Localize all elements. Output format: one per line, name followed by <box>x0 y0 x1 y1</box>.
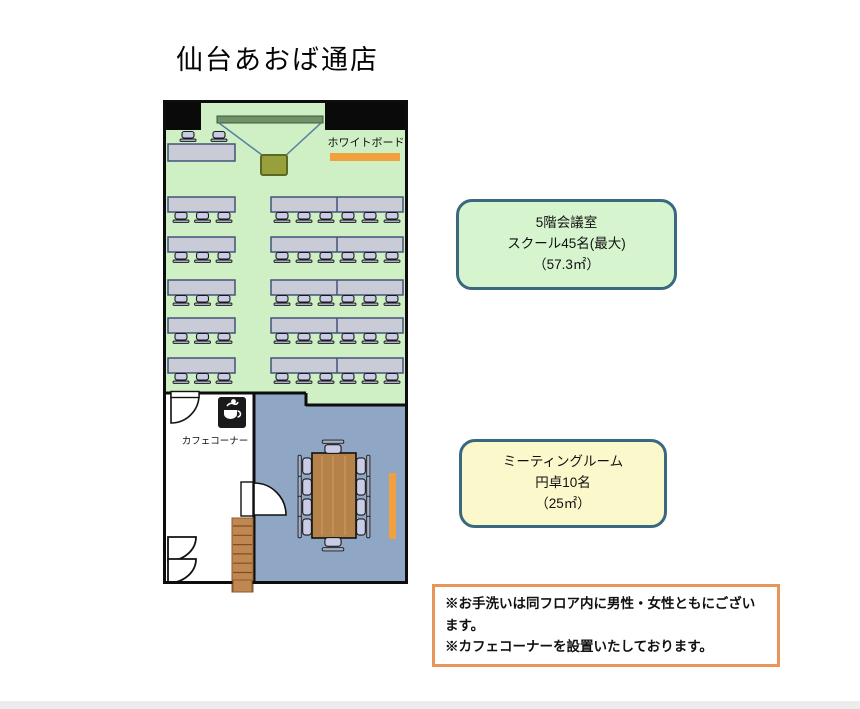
outer-wall <box>163 100 408 584</box>
chair <box>194 294 211 306</box>
whiteboard-label: ホワイトボード <box>328 136 405 149</box>
callout-classroom-line1: 5階会議室 <box>535 215 598 231</box>
callout-meeting-line3: （25㎡） <box>535 495 591 511</box>
wall-block-left <box>163 100 201 130</box>
notes-box: ※お手洗いは同フロア内に男性・女性ともにございます。 ※カフェコーナーを設置いた… <box>432 584 780 667</box>
cafe-corner-label: カフェコーナー <box>182 436 249 447</box>
screen <box>216 115 324 124</box>
chair <box>215 294 233 306</box>
chair <box>317 211 335 223</box>
callout-classroom-line2: スクール45名(最大) <box>507 236 626 252</box>
chair <box>361 372 379 384</box>
chair <box>297 454 312 478</box>
callout-meeting-line1: ミーティングルーム <box>502 454 624 470</box>
chair <box>339 332 357 344</box>
chair <box>317 294 335 306</box>
chair <box>339 251 357 263</box>
chair <box>339 211 357 223</box>
callout-meeting: ミーティングルーム 円卓10名 （25㎡） <box>459 439 667 528</box>
chair <box>210 130 228 142</box>
chair <box>297 475 312 499</box>
window-bottom-edge <box>0 701 860 709</box>
meeting-whiteboard-bar <box>389 473 396 539</box>
chair <box>179 130 197 142</box>
chair <box>383 372 401 384</box>
chair <box>172 251 190 263</box>
chair <box>383 211 401 223</box>
stairs-overflow <box>232 579 253 593</box>
chair <box>297 495 312 519</box>
cafe-corner-icon <box>218 397 246 428</box>
chair <box>361 251 379 263</box>
chair <box>273 211 291 223</box>
chair <box>172 372 190 384</box>
chair <box>273 372 291 384</box>
projector-beam-lines <box>218 122 322 159</box>
desk <box>167 236 236 253</box>
chair <box>273 251 291 263</box>
projector <box>260 154 288 176</box>
note-line1: ※お手洗いは同フロア内に男性・女性ともにございます。 <box>445 596 756 633</box>
chair <box>194 211 211 223</box>
chair <box>356 475 371 499</box>
chair <box>295 332 313 344</box>
desk <box>167 357 236 374</box>
chair <box>194 251 211 263</box>
chair <box>172 211 190 223</box>
chair <box>295 251 313 263</box>
chair <box>356 495 371 519</box>
chair <box>295 294 313 306</box>
desk <box>167 279 236 296</box>
door-corridor <box>170 390 200 424</box>
chair <box>321 439 345 454</box>
chair <box>339 372 357 384</box>
chair <box>297 515 312 539</box>
chair <box>321 537 345 552</box>
chair <box>317 251 335 263</box>
door-meeting-room <box>240 481 287 517</box>
chair <box>273 294 291 306</box>
chair <box>383 251 401 263</box>
floor-plan: ホワイトボード カフェコーナー <box>163 100 408 593</box>
chair <box>339 294 357 306</box>
chair <box>356 454 371 478</box>
chair <box>361 211 379 223</box>
door-double <box>167 536 197 584</box>
classroom-step <box>306 393 408 405</box>
meeting-table <box>311 452 357 539</box>
chair <box>361 294 379 306</box>
note-line2: ※カフェコーナーを設置いたしております。 <box>445 639 713 655</box>
whiteboard-bar <box>330 153 400 161</box>
chair <box>361 332 379 344</box>
chair <box>295 211 313 223</box>
chair <box>215 372 233 384</box>
wall-block-right <box>325 100 408 130</box>
chair <box>317 372 335 384</box>
chair <box>215 211 233 223</box>
callout-meeting-line2: 円卓10名 <box>535 475 591 491</box>
chair <box>383 294 401 306</box>
chair <box>215 251 233 263</box>
page-title: 仙台あおば通店 <box>176 45 379 75</box>
meeting-chairs <box>297 439 371 552</box>
chair <box>215 332 233 344</box>
callout-classroom-line3: （57.3㎡） <box>533 256 600 272</box>
chair <box>295 372 313 384</box>
desk <box>167 317 236 334</box>
chair <box>383 332 401 344</box>
chair <box>172 294 190 306</box>
chair <box>356 515 371 539</box>
classroom-furniture <box>167 130 404 384</box>
stairs <box>231 517 254 593</box>
chair <box>194 372 211 384</box>
chair <box>317 332 335 344</box>
callout-classroom: 5階会議室 スクール45名(最大) （57.3㎡） <box>456 199 677 290</box>
chair <box>172 332 190 344</box>
desk <box>167 196 236 213</box>
chair <box>194 332 211 344</box>
desk <box>167 143 236 162</box>
chair <box>273 332 291 344</box>
